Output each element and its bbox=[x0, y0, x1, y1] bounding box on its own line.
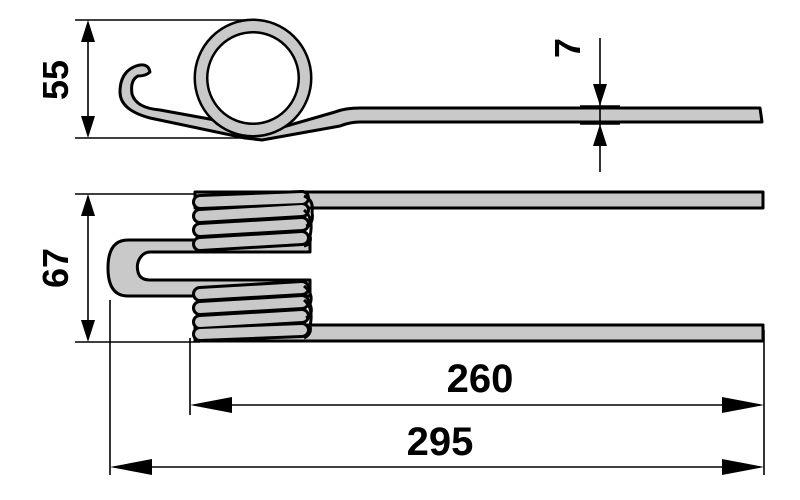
arrow-up-icon bbox=[593, 124, 607, 146]
mounting-loop bbox=[106, 238, 312, 298]
length-dimensions bbox=[109, 300, 765, 475]
arrow-up-icon bbox=[81, 20, 95, 42]
dimension-label-7: 7 bbox=[547, 38, 588, 58]
dimension-label-260: 260 bbox=[447, 357, 514, 401]
top-view bbox=[75, 190, 765, 343]
coil-ring bbox=[196, 21, 310, 135]
dimension-label-295: 295 bbox=[407, 420, 474, 464]
side-view bbox=[75, 18, 764, 172]
dimension-label-67: 67 bbox=[35, 248, 76, 288]
upper-coil bbox=[192, 190, 314, 252]
arrow-down-icon bbox=[81, 116, 95, 138]
upper-coil-bends bbox=[302, 194, 314, 248]
arrow-down-icon bbox=[81, 320, 95, 342]
arrow-down-icon bbox=[593, 84, 607, 106]
arrow-left-icon bbox=[110, 459, 152, 475]
lower-coil bbox=[192, 280, 313, 342]
arrow-left-icon bbox=[190, 397, 232, 413]
arrow-up-icon bbox=[81, 194, 95, 216]
side-tine-arm bbox=[243, 106, 764, 142]
lower-coil-bends bbox=[302, 284, 313, 340]
arrow-right-icon bbox=[722, 397, 764, 413]
dimension-label-55: 55 bbox=[35, 60, 76, 100]
arrow-right-icon bbox=[722, 459, 764, 475]
